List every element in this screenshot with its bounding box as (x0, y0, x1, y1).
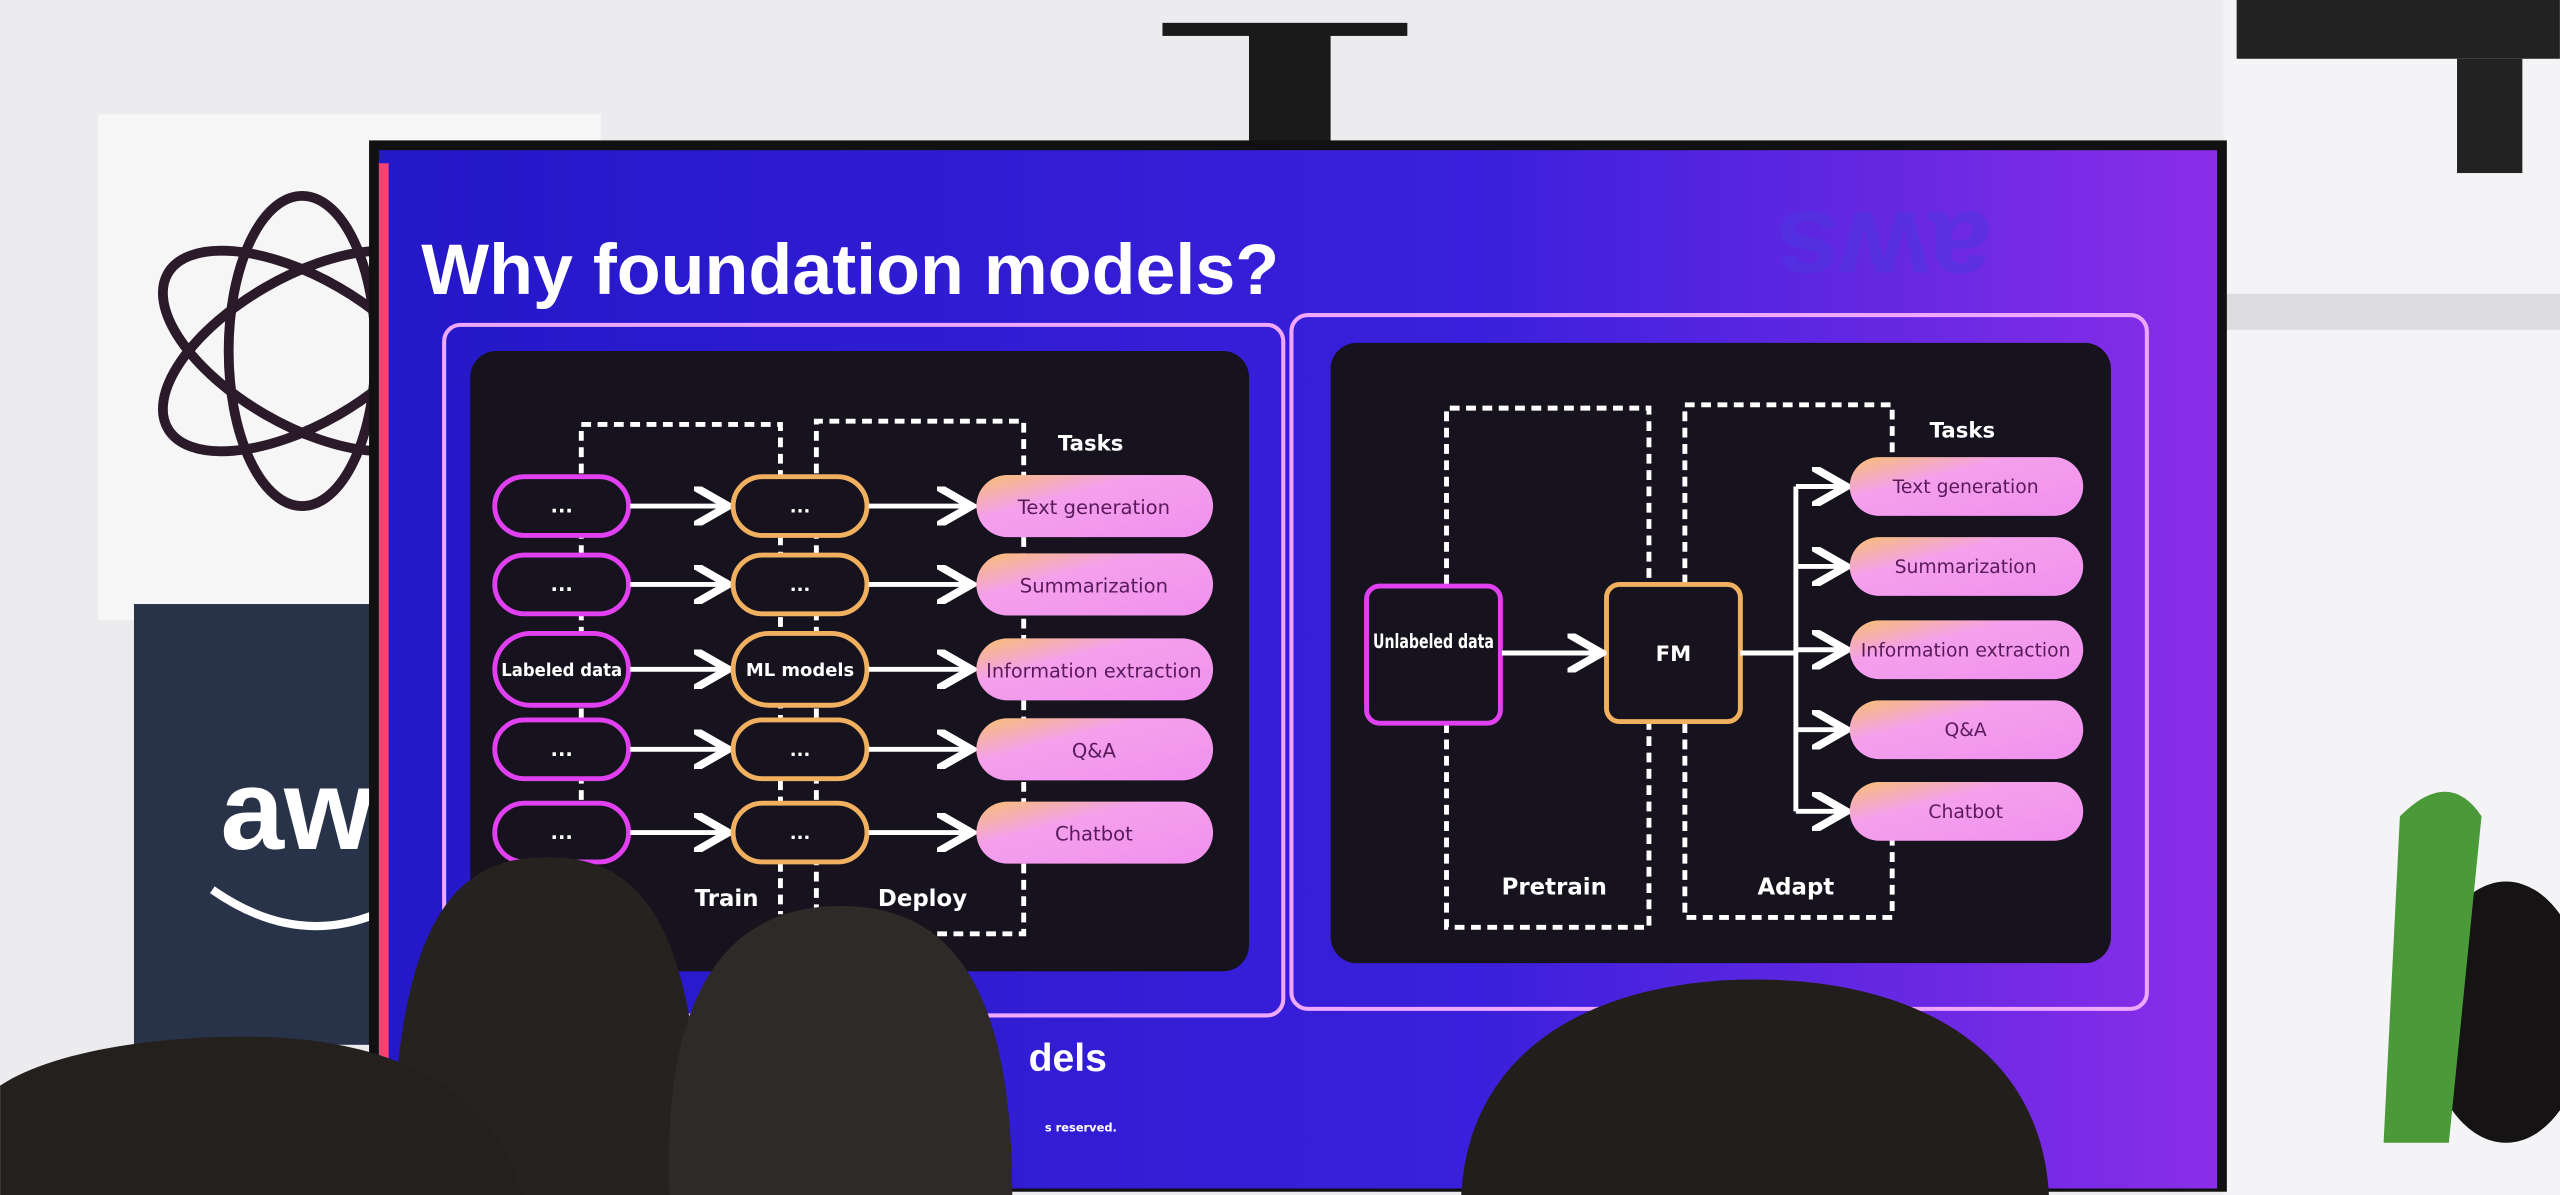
task-label: Chatbot (1928, 802, 2003, 823)
audience (0, 791, 2560, 1195)
data-node-label: ... (551, 821, 573, 844)
head (1461, 979, 2049, 1195)
task-pill (1849, 700, 2084, 760)
task-pill (976, 638, 1214, 701)
data-node-label: ... (551, 495, 573, 518)
slide-title: Why foundation models? (421, 230, 1279, 310)
data-node-label: Labeled data (501, 660, 622, 681)
task-pill (1849, 537, 2084, 596)
slide-footer-text: dels (1029, 1037, 1107, 1080)
data-node-label: ... (551, 573, 573, 596)
pretrain-label: Pretrain (1502, 875, 1607, 901)
unlabeled-data-node (1364, 583, 1503, 726)
left-tasks-header: Tasks (1058, 432, 1123, 457)
task-label: Summarization (1895, 557, 2037, 578)
model-node (730, 474, 870, 538)
data-node (492, 717, 632, 782)
aws-banner (133, 604, 379, 1045)
head (0, 1036, 523, 1195)
unlabeled-data-label: Unlabeled data (1373, 630, 1494, 653)
right-stage-boxes (1444, 402, 1895, 930)
train-label: Train (695, 886, 759, 912)
model-node (730, 717, 870, 782)
data-node (492, 474, 632, 538)
task-label: Chatbot (1055, 823, 1133, 846)
task-pill (976, 801, 1214, 864)
aws-smile-icon (209, 886, 378, 931)
copyright-text: s reserved. (1045, 1120, 1117, 1134)
model-node-label: ML models (746, 660, 854, 681)
task-label: Information extraction (1861, 640, 2071, 661)
right-tasks-header: Tasks (1930, 419, 1995, 444)
camera (2457, 58, 2523, 174)
head (668, 906, 1013, 1195)
model-node-label: ... (790, 740, 810, 761)
aws-logo-text: aw (220, 747, 374, 874)
task-label: Information extraction (986, 659, 1201, 682)
data-node (492, 552, 632, 617)
model-node (730, 552, 870, 617)
model-node (730, 800, 870, 865)
task-pill (1849, 457, 2084, 516)
model-node-label: ... (790, 497, 810, 518)
task-label: Q&A (1072, 739, 1117, 762)
stand-pole (1248, 29, 1331, 147)
slide-accent (378, 163, 389, 1078)
task-label: Text generation (1017, 496, 1170, 519)
adapt-box (1682, 402, 1895, 920)
task-label: Summarization (1020, 575, 1168, 598)
task-pill (976, 553, 1214, 616)
model-node (730, 630, 870, 708)
data-node (492, 630, 632, 708)
speaker-monitor (2236, 0, 2560, 59)
data-node-label: ... (551, 738, 573, 761)
aws-reflection: aws (1776, 187, 1992, 314)
task-pill (976, 475, 1214, 538)
deploy-label: Deploy (878, 886, 967, 912)
plant (2383, 791, 2482, 1143)
task-pill (976, 718, 1214, 781)
task-label: Q&A (1945, 720, 1987, 741)
model-node-label: ... (790, 575, 810, 596)
adapt-label: Adapt (1758, 875, 1835, 901)
task-label: Text generation (1892, 477, 2039, 498)
task-pill (1849, 781, 2084, 841)
fm-label: FM (1656, 642, 1692, 667)
pretrain-box (1444, 405, 1652, 930)
window-frame (2223, 293, 2560, 330)
task-pill (1849, 620, 2084, 680)
model-node-label: ... (790, 823, 810, 844)
